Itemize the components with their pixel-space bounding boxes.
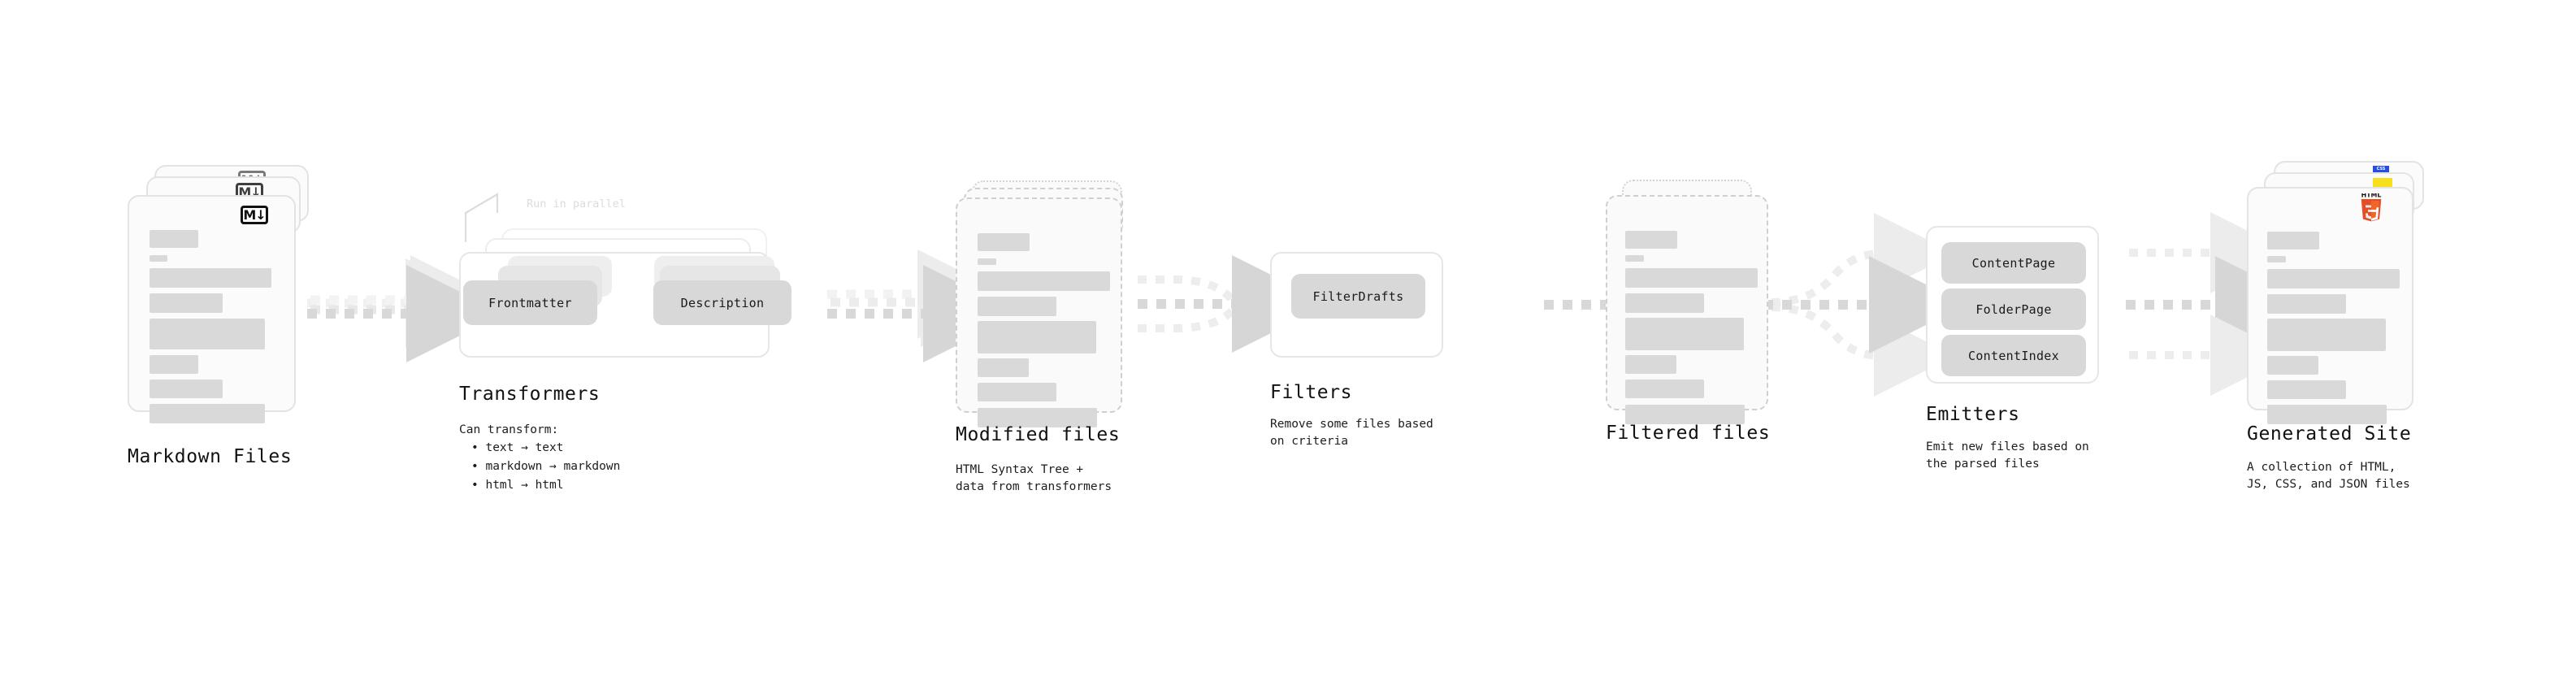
skeleton-bar — [2267, 294, 2346, 314]
filtered-card-front — [1606, 195, 1768, 424]
pill-contentindex[interactable]: ContentIndex — [1941, 335, 2086, 376]
filters-box: FilterDrafts — [1270, 252, 1443, 358]
skeleton-bar — [1625, 405, 1745, 424]
skeleton-bar — [1625, 293, 1704, 313]
skeleton-bar — [978, 297, 1056, 316]
stage-title-modified-files: Modified files — [956, 424, 1121, 445]
stage-title-emitters: Emitters — [1926, 404, 2020, 425]
markdown-card-front — [128, 195, 296, 423]
skeleton-bar — [1625, 318, 1744, 350]
transformers-bullet-0: • text → text — [471, 441, 564, 454]
skeleton-bar — [150, 255, 167, 262]
skeleton-bar — [978, 271, 1110, 291]
pill-frontmatter[interactable]: Frontmatter — [463, 280, 597, 325]
arrow-transformers-to-modified — [827, 249, 1021, 362]
pill-filterdrafts[interactable]: FilterDrafts — [1291, 274, 1425, 319]
run-in-parallel-bracket — [464, 193, 499, 242]
skeleton-bar — [2267, 356, 2318, 375]
generated-site-subtitle: A collection of HTML, JS, CSS, and JSON … — [2247, 461, 2410, 491]
skeleton-bar — [978, 383, 1056, 401]
html5-icon: HTML — [2357, 191, 2385, 224]
markdown-badge-front: M↓ — [241, 206, 268, 224]
stage-title-generated-site: Generated Site — [2247, 423, 2412, 445]
skeleton-bar — [150, 268, 271, 288]
emitters-box: ContentPage FolderPage ContentIndex — [1926, 226, 2099, 384]
generated-card-front — [2247, 187, 2413, 424]
modified-card-front — [956, 197, 1122, 427]
pill-description[interactable]: Description — [653, 280, 791, 325]
skeleton-bar — [2267, 319, 2386, 351]
emitters-subtitle: Emit new files based on the parsed files — [1926, 440, 2089, 471]
transformers-bullet-2: • html → html — [471, 479, 564, 492]
skeleton-bar — [150, 230, 198, 248]
skeleton-bar — [150, 404, 265, 423]
stage-title-filters: Filters — [1270, 382, 1353, 403]
filters-subtitle: Remove some files based on criteria — [1270, 418, 1433, 448]
skeleton-bar — [2267, 232, 2319, 249]
skeleton-bar — [2267, 380, 2346, 399]
arrow-modified-to-filters — [1138, 255, 1329, 353]
skeleton-bar — [150, 319, 265, 349]
pill-folderpage[interactable]: FolderPage — [1941, 288, 2086, 330]
skeleton-bar — [978, 258, 996, 265]
skeleton-bar — [978, 321, 1096, 354]
skeleton-bar — [978, 358, 1029, 377]
skeleton-bar — [1625, 355, 1676, 374]
skeleton-bar — [1625, 380, 1704, 398]
skeleton-bar — [1625, 231, 1677, 249]
stage-title-filtered-files: Filtered files — [1606, 423, 1771, 444]
arrow-emitters-to-site — [2126, 212, 2313, 396]
arrow-filtered-to-emitters — [1763, 213, 1967, 397]
stage-title-transformers: Transformers — [459, 384, 601, 405]
stage-title-markdown-files: Markdown Files — [128, 446, 293, 467]
css-badge: CSS — [2373, 166, 2389, 175]
transformers-subtitle: Can transform: — [459, 423, 559, 436]
skeleton-bar — [2267, 256, 2286, 262]
modified-files-subtitle: HTML Syntax Tree + data from transformer… — [956, 463, 1112, 493]
skeleton-bar — [150, 355, 198, 374]
skeleton-bar — [1625, 255, 1644, 262]
run-in-parallel-label: Run in parallel — [527, 197, 626, 210]
transformers-bullet-1: • markdown → markdown — [471, 460, 621, 473]
skeleton-bar — [150, 293, 223, 313]
js-badge — [2373, 178, 2392, 189]
skeleton-bar — [1625, 268, 1758, 288]
arrow-markdown-to-transformers — [307, 255, 504, 362]
svg-text:HTML: HTML — [2361, 193, 2382, 198]
skeleton-bar — [2267, 405, 2387, 424]
skeleton-bar — [150, 380, 223, 398]
skeleton-bar — [978, 233, 1030, 251]
skeleton-bar — [2267, 269, 2400, 288]
pill-contentpage[interactable]: ContentPage — [1941, 242, 2086, 284]
skeleton-bar — [978, 408, 1097, 427]
css-badge-label: CSS — [2376, 167, 2386, 171]
